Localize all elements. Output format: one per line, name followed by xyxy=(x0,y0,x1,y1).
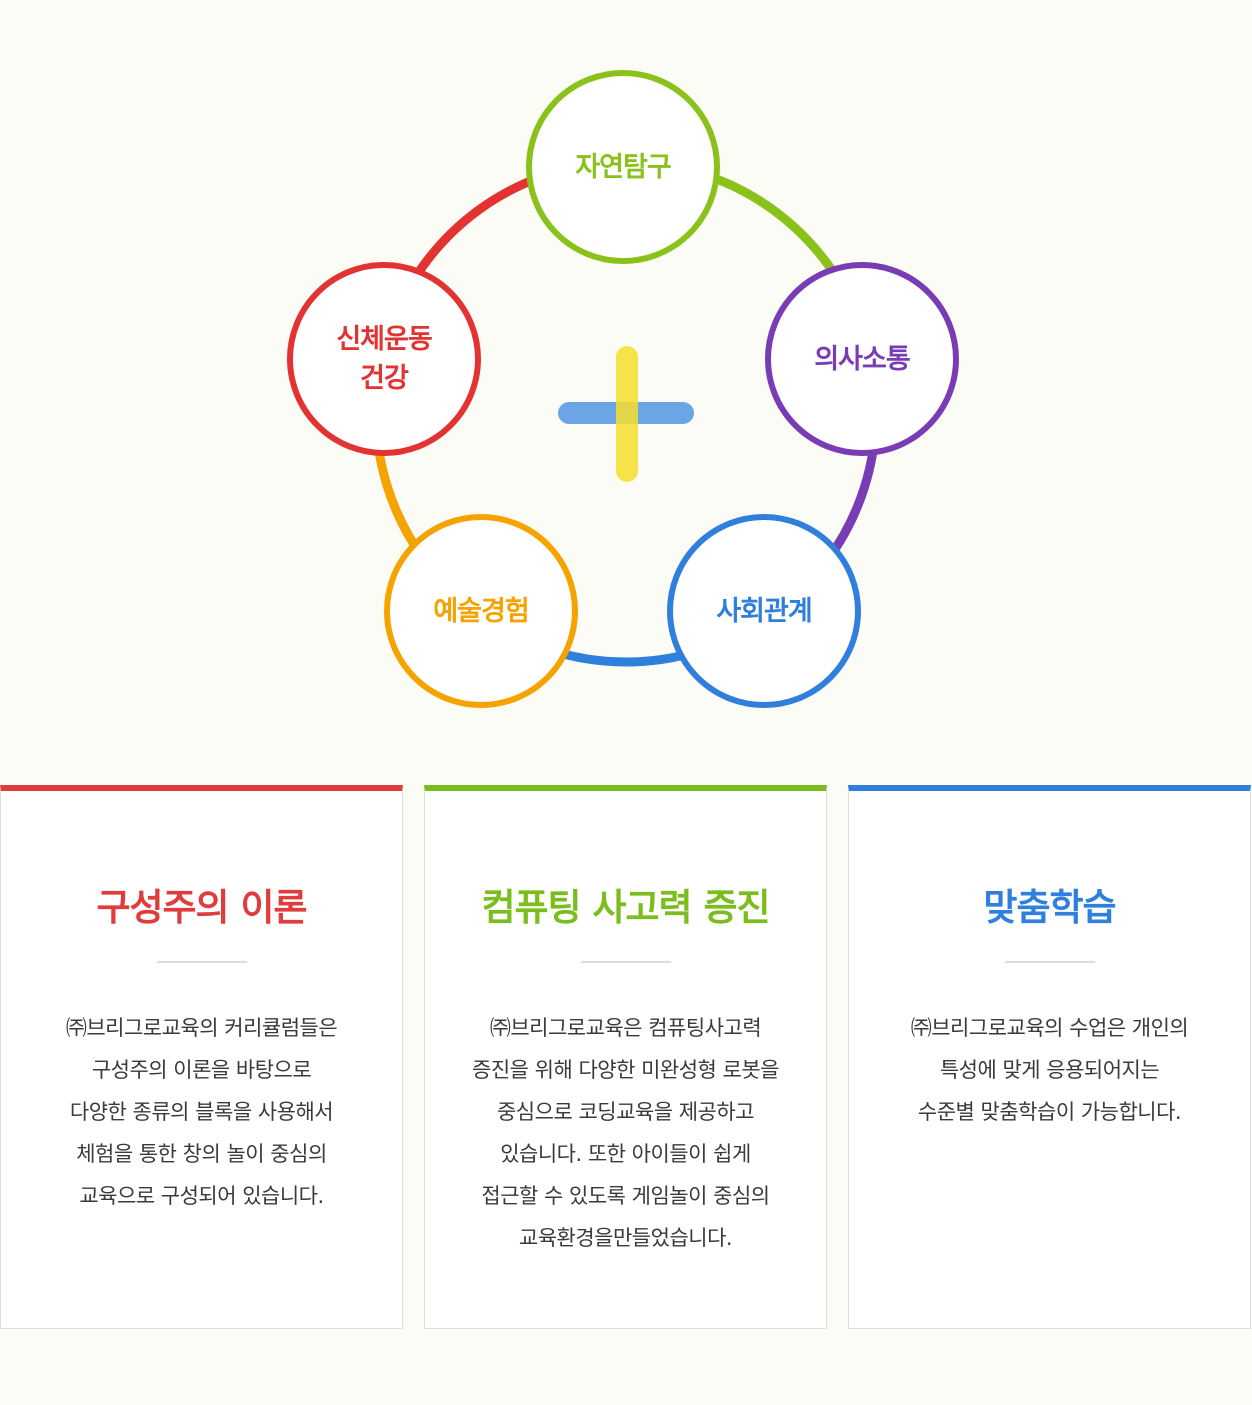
card-line: ㈜브리그로교육의 수업은 개인의 xyxy=(910,1016,1189,1040)
card-computational-thinking: 컴퓨팅 사고력 증진 ㈜브리그로교육은 컴퓨팅사고력 증진을 위해 다양한 미완… xyxy=(424,785,827,1329)
card-divider xyxy=(580,961,671,963)
card-line: 있습니다. 또한 아이들이 쉽게 xyxy=(500,1142,751,1166)
card-line: 특성에 맞게 응용되어지는 xyxy=(939,1058,1160,1082)
card-line: 구성주의 이론을 바탕으로 xyxy=(91,1058,312,1082)
node-physical-label: 신체운동 건강 xyxy=(336,324,432,394)
node-social-label: 사회관계 xyxy=(716,595,812,627)
node-nature: 자연탐구 xyxy=(526,70,720,264)
card-constructivism: 구성주의 이론 ㈜브리그로교육의 커리큘럼들은 구성주의 이론을 바탕으로 다양… xyxy=(0,785,403,1329)
card-divider xyxy=(1004,961,1095,963)
card-line: 교육으로 구성되어 있습니다. xyxy=(79,1184,324,1208)
card-personalized-learning: 맞춤학습 ㈜브리그로교육의 수업은 개인의 특성에 맞게 응용되어지는 수준별 … xyxy=(848,785,1251,1329)
node-physical: 신체운동 건강 xyxy=(287,262,481,456)
card-description: ㈜브리그로교육의 수업은 개인의 특성에 맞게 응용되어지는 수준별 맞춤학습이… xyxy=(859,1007,1240,1133)
curriculum-diagram: 자연탐구 의사소통 사회관계 예술경험 신체운동 건강 xyxy=(287,70,959,708)
feature-cards: 구성주의 이론 ㈜브리그로교육의 커리큘럼들은 구성주의 이론을 바탕으로 다양… xyxy=(0,785,1252,1330)
card-line: 중심으로 코딩교육을 제공하고 xyxy=(496,1100,755,1124)
card-line: 증진을 위해 다양한 미완성형 로봇을 xyxy=(472,1058,780,1082)
card-title: 컴퓨팅 사고력 증진 xyxy=(481,886,770,929)
node-art: 예술경험 xyxy=(384,514,578,708)
card-title: 구성주의 이론 xyxy=(96,886,307,929)
node-social: 사회관계 xyxy=(667,514,861,708)
card-line: ㈜브리그로교육의 커리큘럼들은 xyxy=(65,1016,338,1040)
card-line: 다양한 종류의 블록을 사용해서 xyxy=(69,1100,334,1124)
card-line: 접근할 수 있도록 게임놀이 중심의 xyxy=(481,1184,770,1208)
plus-vertical-bar xyxy=(616,346,638,482)
card-line: 수준별 맞춤학습이 가능합니다. xyxy=(917,1100,1182,1124)
card-description: ㈜브리그로교육의 커리큘럼들은 구성주의 이론을 바탕으로 다양한 종류의 블록… xyxy=(11,1007,392,1217)
card-title: 맞춤학습 xyxy=(983,886,1116,929)
card-line: 교육환경을만들었습니다. xyxy=(518,1226,733,1250)
card-line: 체험을 통한 창의 놀이 중심의 xyxy=(76,1142,327,1166)
node-art-label: 예술경험 xyxy=(433,595,529,627)
node-communication-label: 의사소통 xyxy=(814,343,910,375)
node-nature-label: 자연탐구 xyxy=(575,151,671,183)
card-line: ㈜브리그로교육은 컴퓨팅사고력 xyxy=(489,1016,762,1040)
card-description: ㈜브리그로교육은 컴퓨팅사고력 증진을 위해 다양한 미완성형 로봇을 중심으로… xyxy=(435,1007,816,1259)
card-divider xyxy=(156,961,247,963)
node-communication: 의사소통 xyxy=(765,262,959,456)
